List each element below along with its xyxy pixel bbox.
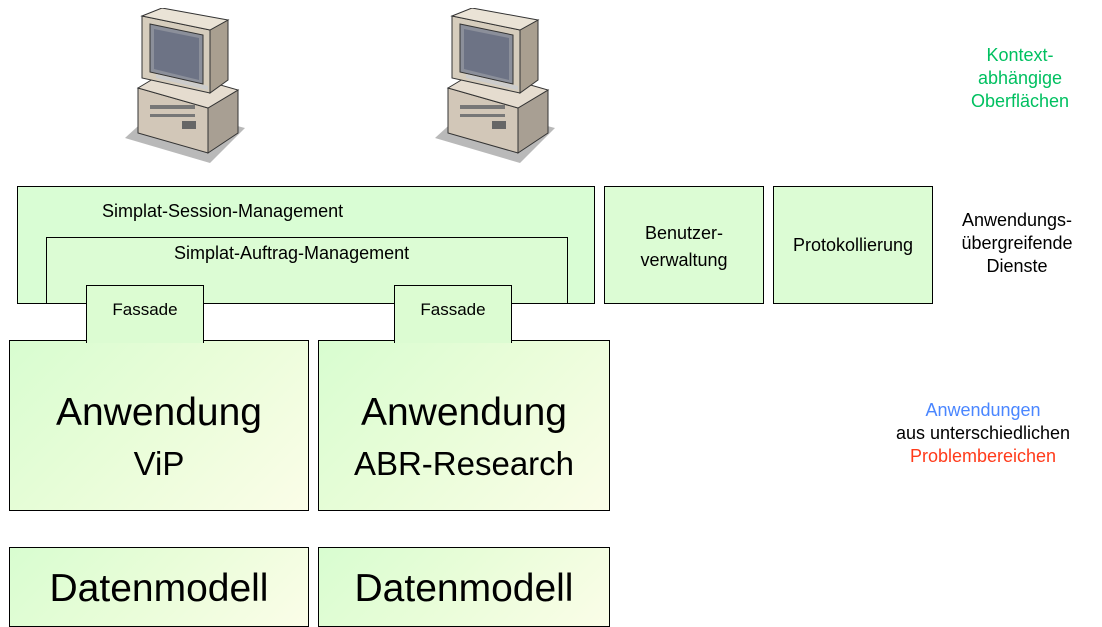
layer-label-ui: Kontext- abhängige Oberflächen <box>940 44 1100 113</box>
benutzerverwaltung-line: verwaltung <box>640 250 728 270</box>
facade-abr-research: Fassade <box>394 285 512 341</box>
session-management-label: Simplat-Session-Management <box>102 201 344 221</box>
layer-label-services-line: Dienste <box>986 256 1048 276</box>
layer-label-apps-line: aus unterschiedlichen <box>895 423 1071 443</box>
benutzerverwaltung-label: Benutzer- verwaltung <box>605 220 763 274</box>
application-title: Anwendung <box>360 391 567 434</box>
application-title: Anwendung <box>55 391 262 434</box>
computer-icon <box>435 8 555 163</box>
application-box-abr-research: Anwendung ABR-Research <box>318 340 610 511</box>
layer-label-services-line: übergreifende <box>961 233 1073 253</box>
layer-label-services: Anwendungs- übergreifende Dienste <box>934 209 1100 278</box>
application-name: ABR-Research <box>353 445 575 482</box>
protokollierung-label: Protokollierung <box>792 235 914 255</box>
facade-tail <box>394 340 512 343</box>
datamodel-box-vip: Datenmodell <box>9 547 309 627</box>
layer-label-apps-line: Anwendungen <box>925 400 1041 420</box>
datamodel-label: Datenmodell <box>354 567 574 610</box>
layer-label-services-line: Anwendungs- <box>961 210 1073 230</box>
facade-vip: Fassade <box>86 285 204 341</box>
benutzerverwaltung-box: Benutzer- verwaltung <box>604 186 764 304</box>
protokollierung-box: Protokollierung <box>773 186 933 304</box>
datamodel-box-abr-research: Datenmodell <box>318 547 610 627</box>
layer-label-apps: Anwendungen aus unterschiedlichen Proble… <box>866 399 1100 468</box>
benutzerverwaltung-line: Benutzer- <box>644 223 724 243</box>
application-name: ViP <box>133 445 185 482</box>
layer-label-ui-line: Oberflächen <box>970 91 1070 111</box>
computer-icon <box>125 8 245 163</box>
application-box-vip: Anwendung ViP <box>9 340 309 511</box>
layer-label-ui-line: Kontext- <box>986 45 1054 65</box>
layer-label-ui-line: abhängige <box>977 68 1063 88</box>
auftrag-management-label: Simplat-Auftrag-Management <box>174 243 410 263</box>
facade-tail <box>86 340 204 343</box>
datamodel-label: Datenmodell <box>49 567 269 610</box>
layer-label-apps-line: Problembereichen <box>909 446 1057 466</box>
